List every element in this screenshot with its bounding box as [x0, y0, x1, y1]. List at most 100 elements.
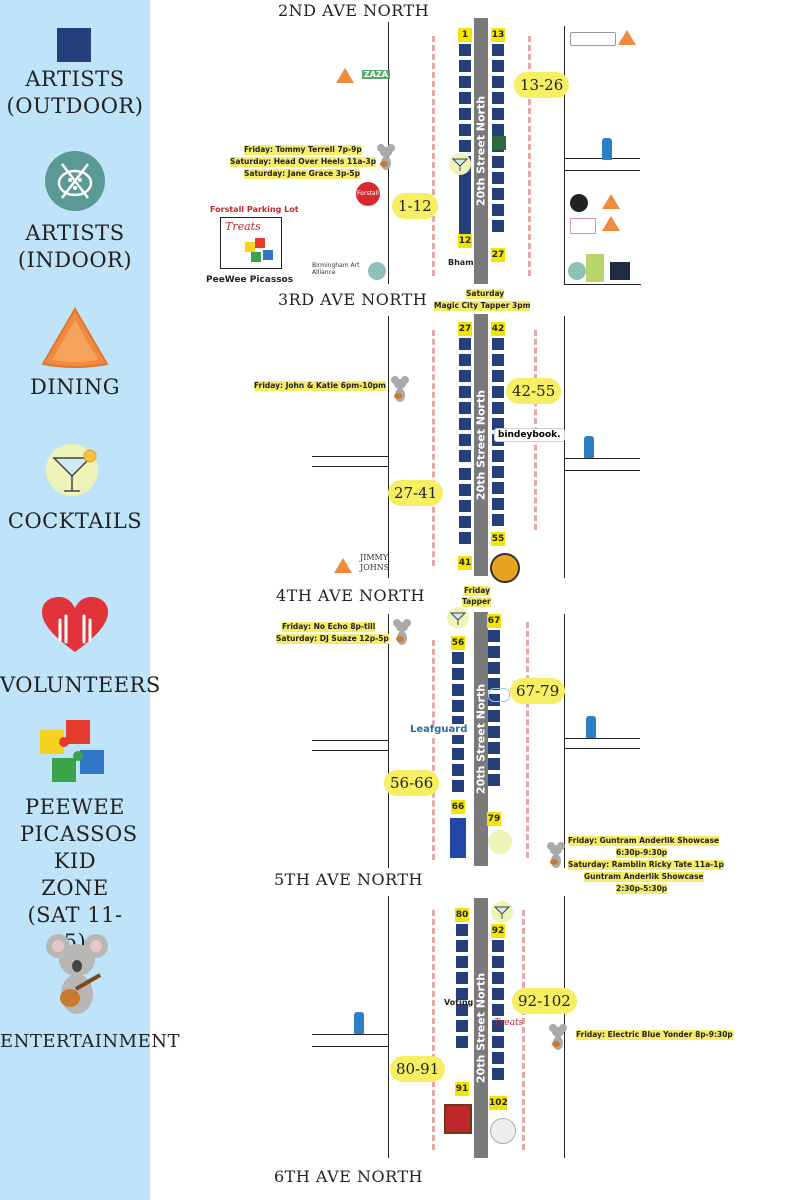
- restroom-icon: [354, 1012, 364, 1034]
- building-outline: [564, 26, 641, 285]
- booth-number: 79: [487, 812, 501, 826]
- cocktail-icon: [447, 607, 469, 629]
- legend-label-dining: DINING: [30, 375, 120, 399]
- booth-square: [459, 338, 471, 350]
- leafguard-logo: Leafguard: [408, 724, 470, 735]
- booth-square: [492, 940, 504, 952]
- cocktail-icon: [46, 444, 98, 496]
- building-outline: [564, 614, 641, 868]
- booth-square: [492, 418, 504, 430]
- booth-column: [452, 652, 464, 796]
- booth-number: 27: [458, 322, 472, 336]
- building-outline: [312, 316, 389, 578]
- entertainment-schedule: Friday: Guntram Anderlik Showcase: [568, 836, 720, 846]
- booth-number: 91: [455, 1082, 469, 1096]
- entertainment-schedule: Friday: John & Katie 6pm-10pm: [254, 381, 386, 391]
- peewee-picassos-label: PeeWee Picassos: [206, 275, 294, 285]
- booth-square: [492, 124, 504, 136]
- booth-square: [492, 338, 504, 350]
- legend-label-cocktails: COCKTAILS: [7, 509, 143, 533]
- booth-square: [459, 516, 471, 528]
- palette-icon: [45, 151, 105, 211]
- sponsor-logo: [444, 1104, 472, 1134]
- koala-guitar-icon: [547, 842, 565, 868]
- booth-square: [488, 726, 500, 738]
- booth-square: [459, 124, 471, 136]
- booth-square: [459, 140, 471, 152]
- entertainment-schedule: Saturday: Head Over Heels 11a-3p: [230, 157, 377, 167]
- booth-column: [459, 338, 471, 466]
- booth-square: [459, 108, 471, 120]
- puzzle-icon: [40, 720, 104, 782]
- bindeybook-logo: bindeybook.: [494, 428, 565, 442]
- koala-guitar-icon: [46, 934, 108, 1014]
- building-outline: [312, 1034, 388, 1035]
- booth-square: [492, 466, 504, 478]
- building-outline: [564, 316, 641, 578]
- sponsor-logo: [610, 262, 630, 280]
- sponsor-logo-square: [368, 262, 386, 280]
- booth-square: [452, 748, 464, 760]
- booth-square: [456, 972, 468, 984]
- booth-square: [492, 1036, 504, 1048]
- voting-label: Voting: [444, 998, 474, 1007]
- booth-square: [492, 972, 504, 984]
- booth-range-label: 1-12: [392, 193, 438, 219]
- booth-square: [456, 1020, 468, 1032]
- curb-line: [432, 910, 435, 1150]
- entertainment-schedule: 2:30p-5:30p: [616, 884, 668, 894]
- entertainment-schedule: Guntram Anderlik Showcase: [584, 872, 704, 882]
- booth-square: [459, 370, 471, 382]
- booth-square: [488, 710, 500, 722]
- booth-square: [452, 700, 464, 712]
- booth-square: [456, 1004, 468, 1016]
- koala-guitar-icon: [393, 619, 411, 645]
- building-outline: [312, 750, 388, 751]
- booth-square: [459, 354, 471, 366]
- street-name-label-3: 20th Street North: [474, 683, 488, 795]
- booth-square: [492, 354, 504, 366]
- building-outline: [312, 740, 388, 741]
- booth-square: [452, 780, 464, 792]
- booth-square: [492, 1052, 504, 1064]
- booth-square: [456, 956, 468, 968]
- sponsor-logo-circle: [490, 1118, 516, 1144]
- curb-line: [526, 622, 529, 858]
- sponsor-logo: [570, 218, 596, 234]
- restroom-icon: [584, 436, 594, 458]
- booth-square: [488, 646, 500, 658]
- forstall-parking-label: Forstall Parking Lot: [210, 205, 299, 214]
- sponsor-logo-circle: [488, 830, 512, 854]
- building-outline: [312, 466, 388, 467]
- dining-icon: [602, 194, 620, 209]
- booth-square: [459, 192, 471, 204]
- sponsor-logo-circle: [490, 553, 520, 583]
- sponsor-logo-circle: [568, 262, 586, 280]
- booth-square: [492, 60, 504, 72]
- building-outline: [564, 170, 640, 171]
- booth-square: [492, 156, 504, 168]
- booth-square: [459, 386, 471, 398]
- booth-square: [492, 172, 504, 184]
- legend-panel: ARTISTS (OUTDOOR) ARTISTS (INDOOR) DININ…: [0, 0, 179, 1200]
- entertainment-schedule: Saturday: Jane Grace 3p-5p: [244, 169, 361, 179]
- booth-square: [459, 532, 471, 544]
- booth-square: [492, 956, 504, 968]
- building-outline: [564, 748, 640, 749]
- booth-square: [459, 60, 471, 72]
- koala-guitar-icon: [377, 144, 395, 170]
- booth-square: [459, 418, 471, 430]
- booth-column: [456, 924, 468, 1052]
- avenue-label-4th: 4TH AVE NORTH: [276, 586, 425, 605]
- forstall-logo: Forstall: [356, 182, 380, 206]
- booth-square: [492, 514, 504, 526]
- booth-square: [492, 482, 504, 494]
- entertainment-schedule: Friday: No Echo 8p-till: [282, 622, 376, 632]
- curb-line: [432, 640, 435, 860]
- booth-number: 1: [458, 28, 472, 42]
- sponsor-logo: [488, 688, 510, 702]
- booth-number: 27: [491, 248, 505, 262]
- booth-square: [459, 450, 471, 462]
- booth-square: [488, 758, 500, 770]
- street-name-label-2: 20th Street North: [474, 389, 488, 501]
